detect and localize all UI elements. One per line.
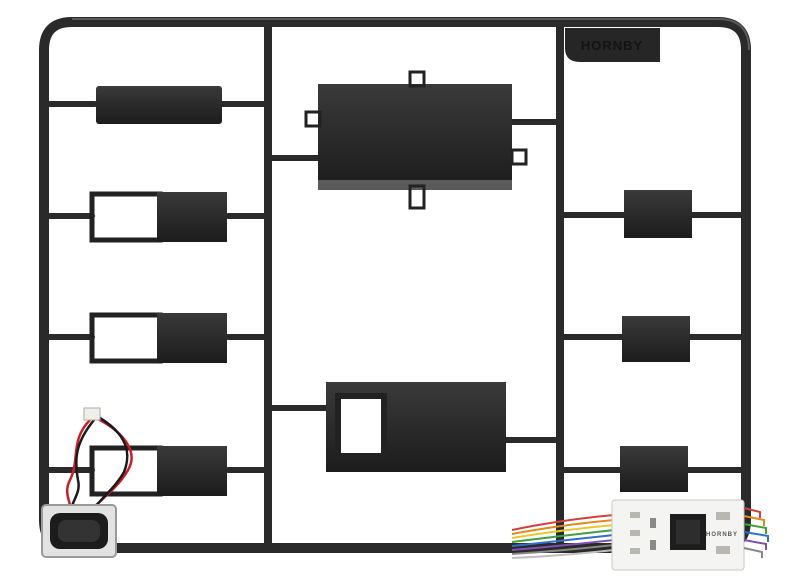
decoder-pins [743,507,769,558]
center-gates [269,119,559,443]
part-large-box-top [304,70,528,210]
right-gates [561,212,745,473]
part-square-right-2 [622,316,690,362]
ribbon-wires [511,514,615,559]
right-parts [561,190,745,492]
center-parts [269,70,559,472]
speaker-icon [41,504,117,558]
part-square-right-3 [620,446,688,492]
part-large-box-bottom [326,382,506,472]
speaker-assembly [41,407,133,558]
brand-tab: HORNBY [565,28,660,62]
part-frame-left-3 [89,312,227,364]
wire-connector [83,407,101,421]
decoder-mark: HORNBY [706,532,738,538]
circuit-board-icon: HORNBY [611,499,745,571]
part-square-right-1 [624,190,692,238]
part-frame-left-2 [89,191,227,243]
decoder-assembly: HORNBY [511,499,769,571]
left-gates [45,101,267,473]
left-parts [45,86,267,497]
sprue-outer-rail-highlight [72,18,750,51]
brand-mark: HORNBY [581,38,643,53]
part-bar-top-left [96,86,222,124]
